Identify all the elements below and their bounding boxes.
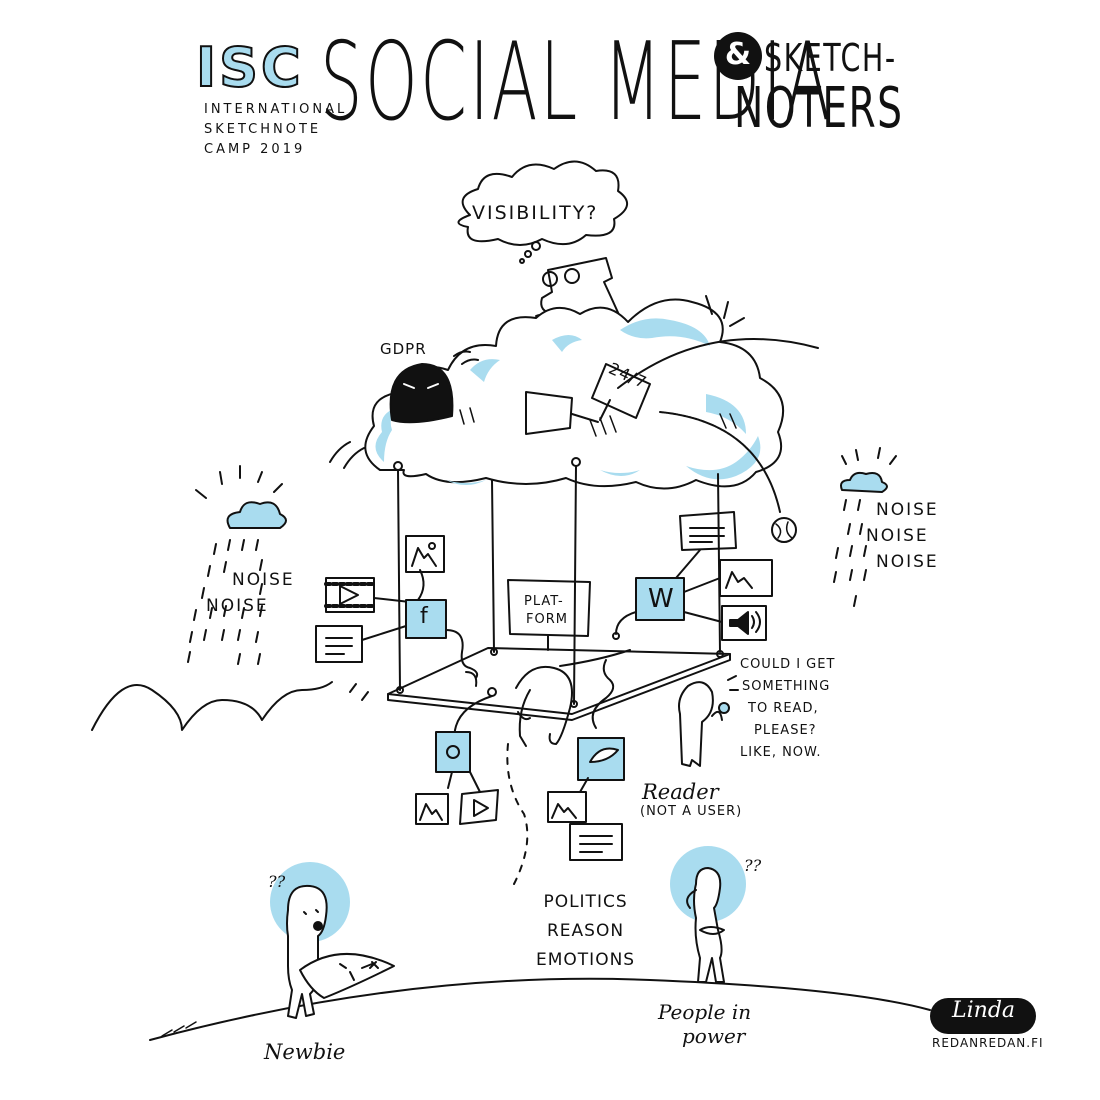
politics-list: POLITICS REASON EMOTIONS bbox=[536, 888, 635, 975]
swoosh-line bbox=[617, 338, 819, 389]
platform-board bbox=[387, 647, 731, 721]
newbie-question: ?? bbox=[268, 872, 286, 891]
squiggle-line bbox=[91, 681, 369, 731]
icon-image-2 bbox=[683, 559, 773, 597]
icon-video-1 bbox=[324, 577, 411, 613]
reader-speech-line: SOMETHING bbox=[742, 679, 831, 694]
rain-cloud-right bbox=[833, 447, 897, 607]
ground-hill bbox=[149, 977, 931, 1041]
isc-sub-line: INTERNATIONAL bbox=[204, 102, 348, 117]
title-noters-line: NOTERS bbox=[734, 76, 904, 141]
ampersand-badge: & bbox=[714, 32, 762, 80]
arm-with-sign bbox=[525, 363, 651, 435]
icon-audio bbox=[683, 605, 767, 641]
dashed-trail-left bbox=[506, 743, 529, 885]
signature-blob bbox=[930, 998, 1036, 1034]
icon-document-1 bbox=[315, 625, 479, 679]
reader-speech-line: TO READ, bbox=[748, 701, 819, 716]
people-in-power-label-line2: power bbox=[682, 1024, 746, 1048]
thought-bubble bbox=[457, 160, 628, 264]
noise-text-right-2: NOISE bbox=[866, 526, 929, 546]
rain-cloud-left bbox=[187, 465, 287, 665]
isc-logo: ISC bbox=[195, 35, 304, 100]
gdpr-label: GDPR bbox=[380, 340, 427, 358]
site-credit[interactable]: REDANREDAN.FI bbox=[932, 1036, 1044, 1050]
isc-sub-line: SKETCHNOTE bbox=[204, 122, 322, 137]
newbie-figure bbox=[270, 862, 395, 1019]
reader-speech: COULD I GET SOMETHING TO READ, PLEASE? L… bbox=[740, 654, 835, 764]
hanging-icons-left bbox=[415, 671, 499, 825]
newbie-label: Newbie bbox=[264, 1040, 346, 1064]
icon-facebook bbox=[405, 569, 447, 639]
icon-image-1 bbox=[405, 535, 445, 573]
reader-speech-line: COULD I GET bbox=[740, 657, 836, 672]
noise-text-left-2: NOISE bbox=[206, 596, 269, 616]
isc-sub-line: CAMP 2019 bbox=[204, 142, 306, 157]
noise-text-left-1: NOISE bbox=[232, 570, 295, 590]
reader-label: Reader bbox=[642, 780, 719, 804]
ball-arc bbox=[659, 411, 781, 513]
icon-wordpress bbox=[612, 577, 685, 640]
cloud bbox=[329, 295, 785, 490]
facebook-glyph: f bbox=[420, 604, 428, 629]
hanging-icons-right bbox=[547, 659, 625, 861]
reader-speech-line: LIKE, NOW. bbox=[740, 745, 822, 760]
isc-logo-subtitle: INTERNATIONAL SKETCHNOTE CAMP 2019 bbox=[204, 100, 347, 160]
reader-speech-line: PLEASE? bbox=[754, 723, 817, 738]
politics-item: REASON bbox=[547, 921, 625, 941]
noise-text-right-1: NOISE bbox=[876, 500, 939, 520]
hanging-person bbox=[515, 649, 631, 747]
platform-label-line2: FORM bbox=[526, 612, 568, 627]
reader-sublabel: (NOT A USER) bbox=[640, 804, 743, 819]
people-in-power-label-line1: People in bbox=[658, 1000, 752, 1024]
title-sketch-line: SKETCH- bbox=[764, 36, 897, 80]
ball bbox=[771, 517, 797, 543]
wordpress-glyph: W bbox=[648, 584, 674, 614]
gdpr-monster bbox=[389, 363, 454, 424]
ground-hatch bbox=[161, 1021, 197, 1037]
politics-item: POLITICS bbox=[543, 892, 628, 912]
thought-text: VISIBILITY? bbox=[472, 202, 599, 224]
noise-text-right-3: NOISE bbox=[876, 552, 939, 572]
signature: Linda bbox=[952, 998, 1016, 1023]
icon-document-2 bbox=[675, 511, 737, 579]
power-question: ?? bbox=[744, 856, 762, 875]
people-in-power-figure bbox=[670, 846, 746, 983]
platform-sign bbox=[507, 579, 591, 651]
politics-item: EMOTIONS bbox=[536, 950, 636, 970]
reader-figure bbox=[678, 675, 739, 767]
platform-label-line1: PLAT- bbox=[524, 594, 564, 609]
